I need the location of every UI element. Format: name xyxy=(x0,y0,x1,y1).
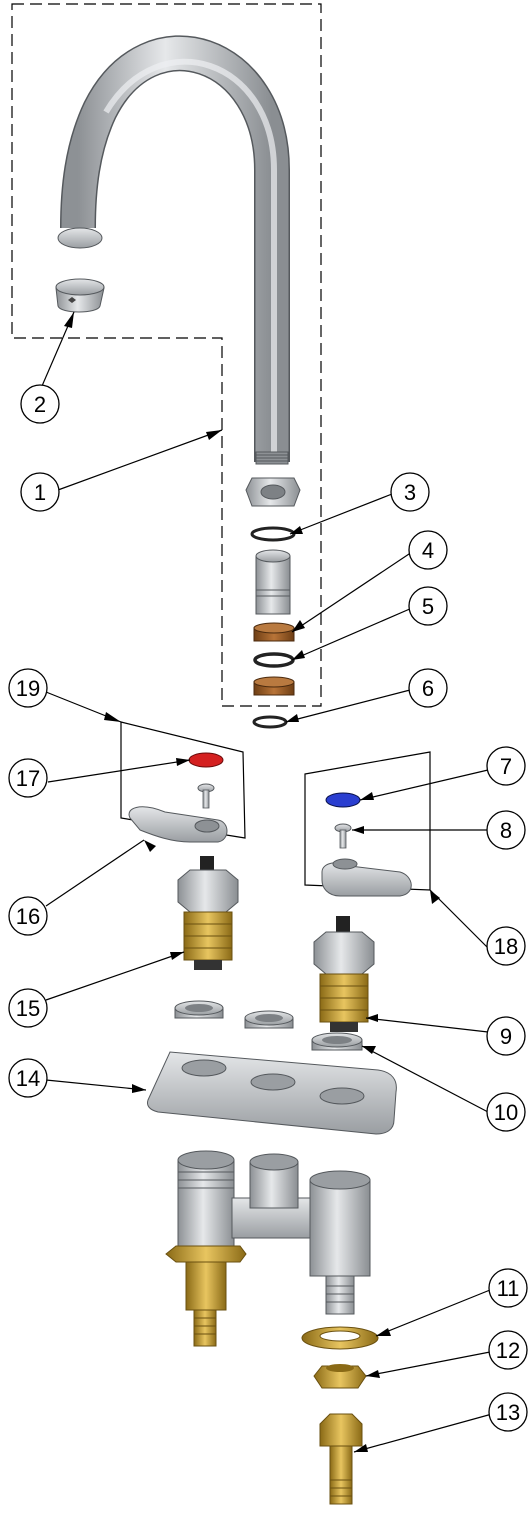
blue-index-button xyxy=(325,792,361,808)
callout-2-label: 2 xyxy=(34,392,46,417)
callout-4-label: 4 xyxy=(422,538,434,563)
callout-6-label: 6 xyxy=(422,676,434,701)
valve-cartridge-cold xyxy=(313,916,375,1032)
copper-washer-upper xyxy=(253,622,295,642)
callout-13: 13 xyxy=(488,1392,528,1432)
callout-14-label: 14 xyxy=(16,1066,40,1091)
rubber-washer xyxy=(253,652,295,668)
o-ring xyxy=(250,526,296,542)
callout-18-label: 18 xyxy=(494,934,518,959)
callout-5: 5 xyxy=(408,586,448,626)
hot-valve-assembly-boundary xyxy=(120,721,246,839)
callout-6: 6 xyxy=(408,668,448,708)
locknuts xyxy=(174,1000,363,1051)
callout-11: 11 xyxy=(488,1268,528,1308)
valve-cartridge-hot xyxy=(177,856,239,970)
aerator xyxy=(55,278,105,313)
callout-11-label: 11 xyxy=(497,1276,520,1301)
lever-handle-hot xyxy=(128,806,228,843)
gooseneck-spout xyxy=(57,35,290,465)
callout-8-label: 8 xyxy=(500,818,512,843)
handle-screw-cold xyxy=(334,823,352,849)
callout-16-label: 16 xyxy=(16,904,40,929)
callout-16: 16 xyxy=(8,896,48,936)
callout-7: 7 xyxy=(486,746,526,786)
coupling-nut xyxy=(245,477,301,507)
callout-18: 18 xyxy=(486,926,526,966)
deck-plate xyxy=(147,1051,397,1135)
callout-2: 2 xyxy=(20,384,60,424)
red-index-button xyxy=(188,752,224,768)
callout-3: 3 xyxy=(390,472,430,512)
brass-adapter xyxy=(319,1413,363,1505)
callout-19-label: 19 xyxy=(16,676,40,701)
gasket xyxy=(252,715,288,729)
callout-4: 4 xyxy=(408,530,448,570)
copper-washer-lower xyxy=(253,676,295,696)
brass-hex-nut xyxy=(313,1364,367,1389)
callout-14: 14 xyxy=(8,1058,48,1098)
lever-handle-cold xyxy=(321,858,412,897)
spout-thread-lines xyxy=(256,454,288,462)
callout-12-label: 12 xyxy=(496,1338,520,1363)
handle-screw-hot xyxy=(197,783,215,809)
callout-15: 15 xyxy=(8,988,48,1028)
callout-9: 9 xyxy=(486,1016,526,1056)
callout-1-label: 1 xyxy=(34,480,46,505)
callout-17-label: 17 xyxy=(16,766,40,791)
callout-8: 8 xyxy=(486,810,526,850)
callout-10: 10 xyxy=(486,1092,526,1132)
callout-9-label: 9 xyxy=(500,1024,512,1049)
valve-body xyxy=(165,1150,371,1347)
callout-12: 12 xyxy=(488,1330,528,1370)
callout-10-label: 10 xyxy=(494,1100,518,1125)
callout-15-label: 15 xyxy=(16,996,40,1021)
callout-19: 19 xyxy=(8,668,48,708)
callout-13-label: 13 xyxy=(496,1400,520,1425)
callout-5-label: 5 xyxy=(422,594,434,619)
callout-17: 17 xyxy=(8,758,48,798)
tailpiece xyxy=(255,549,291,615)
callout-7-label: 7 xyxy=(500,754,512,779)
callout-3-label: 3 xyxy=(404,480,416,505)
leader-arrowheads xyxy=(64,312,440,1452)
callout-1: 1 xyxy=(20,472,60,512)
brass-washer xyxy=(301,1326,379,1350)
spout-assembly-boundary xyxy=(11,3,322,707)
